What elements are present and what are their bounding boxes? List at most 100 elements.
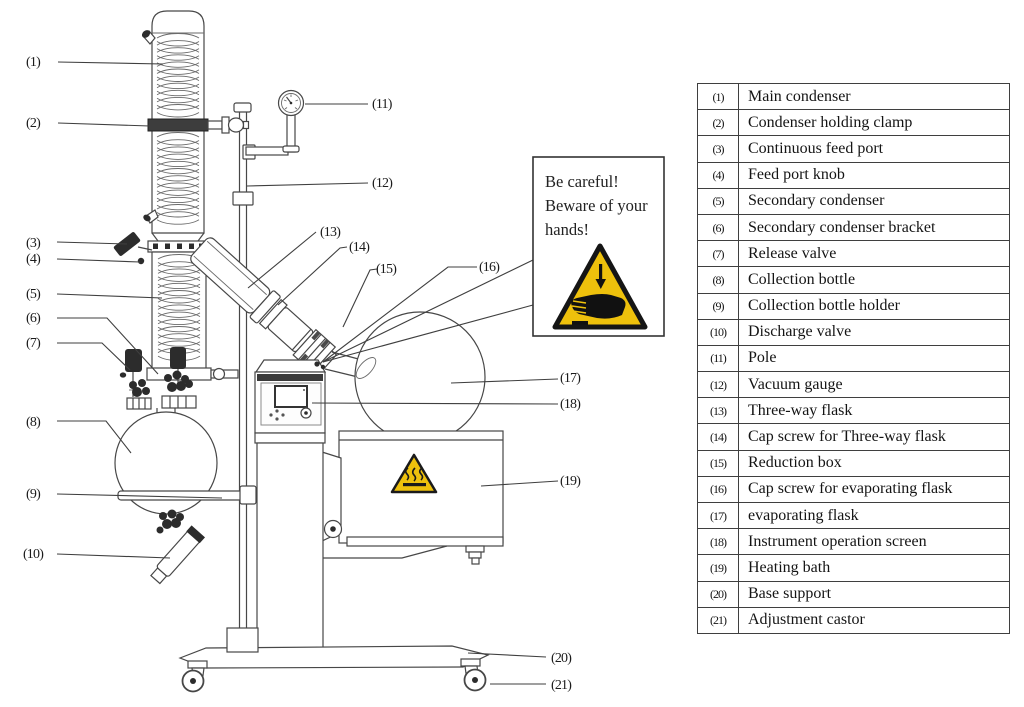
legend-row: (4)Feed port knob <box>697 161 1010 189</box>
callout-7: (7) <box>26 336 41 351</box>
legend-row-name: Cap screw for evaporating flask <box>738 475 1010 504</box>
legend-row-number: (8) <box>697 266 739 294</box>
legend-row-name: Collection bottle <box>738 266 1010 294</box>
vacuum-gauge-icon <box>242 89 305 160</box>
pinch-hazard-warning-icon <box>552 243 648 330</box>
cap-screw-three-way-flask <box>249 290 281 324</box>
callout-16: (16) <box>479 260 500 275</box>
legend-row: (13)Three-way flask <box>697 397 1010 425</box>
legend-row: (15)Reduction box <box>697 449 1010 477</box>
legend-row-number: (20) <box>697 580 739 608</box>
legend-row-name: Main condenser <box>738 82 1010 111</box>
legend-row-number: (17) <box>697 501 739 530</box>
warning-box: Be careful! Beware of your hands! <box>322 156 665 363</box>
bath-drain-fitting <box>465 545 485 565</box>
callout-8: (8) <box>26 415 41 430</box>
legend-row: (16)Cap screw for evaporating flask <box>697 475 1010 504</box>
legend-row-number: (1) <box>697 82 739 111</box>
legend-row-name: Feed port knob <box>738 161 1010 189</box>
callout-17: (17) <box>560 371 581 386</box>
legend-row-name: Secondary condenser <box>738 187 1010 215</box>
legend-row-number: (10) <box>697 318 739 346</box>
pole-foot <box>226 627 259 653</box>
callout-18: (18) <box>560 397 581 412</box>
legend-row: (19)Heating bath <box>697 554 1010 582</box>
legend-row-name: Discharge valve <box>738 318 1010 346</box>
legend-row-number: (12) <box>697 371 739 399</box>
legend-row-number: (16) <box>697 475 739 504</box>
legend-row-name: Condenser holding clamp <box>738 109 1010 137</box>
legend-row: (12)Vacuum gauge <box>697 371 1010 399</box>
heating-bath <box>321 430 504 565</box>
legend-row-name: Base support <box>738 580 1010 608</box>
legend-row-name: Adjustment castor <box>738 606 1010 634</box>
feed-port-knob <box>137 257 145 265</box>
callout-9: (9) <box>26 487 41 502</box>
legend-row: (5)Secondary condenser <box>697 187 1010 215</box>
legend-row-name: Reduction box <box>738 449 1010 477</box>
joint-clamps <box>126 370 197 410</box>
condenser-holding-clamp <box>147 116 250 134</box>
callout-14: (14) <box>349 240 370 255</box>
three-way-flask-assembly <box>190 237 338 374</box>
hot-surface-warning-icon <box>390 453 438 494</box>
discharge-valve <box>150 509 206 585</box>
legend-row-number: (9) <box>697 292 739 320</box>
legend-row-name: Cap screw for Three-way flask <box>738 423 1010 451</box>
legend-row-number: (2) <box>697 109 739 137</box>
legend-row-name: Instrument operation screen <box>738 528 1010 556</box>
callout-6: (6) <box>26 311 41 326</box>
legend-row: (21)Adjustment castor <box>697 606 1010 634</box>
legend-row-number: (4) <box>697 161 739 189</box>
legend-row-name: Three-way flask <box>738 397 1010 425</box>
warning-text-line1: Be careful! <box>545 172 619 191</box>
warning-text-line2: Beware of your <box>545 196 648 215</box>
legend-row-number: (19) <box>697 554 739 582</box>
legend-row-name: Continuous feed port <box>738 135 1010 163</box>
base-support <box>178 627 490 669</box>
parts-legend-table: (1)Main condenser(2)Condenser holding cl… <box>697 82 1010 634</box>
legend-row: (6)Secondary condenser bracket <box>697 213 1010 242</box>
callout-20: (20) <box>551 651 572 666</box>
callout-10: (10) <box>23 547 44 562</box>
legend-row-number: (15) <box>697 449 739 477</box>
legend-row-name: evaporating flask <box>738 501 1010 530</box>
legend-row: (14)Cap screw for Three-way flask <box>697 423 1010 451</box>
callout-labels: (1) (2) (3) (4) (5) (6) (7) (8) (9) (10)… <box>23 55 582 693</box>
legend-row: (10)Discharge valve <box>697 318 1010 346</box>
callout-2: (2) <box>26 116 41 131</box>
legend-row: (8)Collection bottle <box>697 266 1010 294</box>
callout-3: (3) <box>26 236 41 251</box>
callout-19: (19) <box>560 474 581 489</box>
legend-row-number: (5) <box>697 187 739 215</box>
legend-row-number: (11) <box>697 344 739 373</box>
legend-row-number: (18) <box>697 528 739 556</box>
instrument-operation-screen[interactable] <box>274 385 308 408</box>
legend-row: (7)Release valve <box>697 240 1010 268</box>
legend-row: (1)Main condenser <box>697 82 1010 111</box>
legend-row: (11)Pole <box>697 344 1010 373</box>
legend-row-number: (3) <box>697 135 739 163</box>
legend-row: (9)Collection bottle holder <box>697 292 1010 320</box>
evaporating-flask <box>324 311 486 443</box>
bath-support-tray <box>322 545 448 559</box>
callout-12: (12) <box>372 176 393 191</box>
legend-row: (3)Continuous feed port <box>697 135 1010 163</box>
legend-row: (20)Base support <box>697 580 1010 608</box>
legend-row: (18)Instrument operation screen <box>697 528 1010 556</box>
legend-row-number: (13) <box>697 397 739 425</box>
dpad-buttons[interactable] <box>269 409 285 421</box>
pole <box>232 102 254 630</box>
legend-row-name: Pole <box>738 344 1010 373</box>
adjustment-castor-left <box>181 660 208 693</box>
callout-15: (15) <box>376 262 397 277</box>
callout-21: (21) <box>551 678 572 693</box>
legend-row-name: Vacuum gauge <box>738 371 1010 399</box>
legend-row-number: (7) <box>697 240 739 268</box>
legend-row-number: (6) <box>697 213 739 242</box>
callout-13: (13) <box>320 225 341 240</box>
legend-row-number: (21) <box>697 606 739 634</box>
legend-row-number: (14) <box>697 423 739 451</box>
